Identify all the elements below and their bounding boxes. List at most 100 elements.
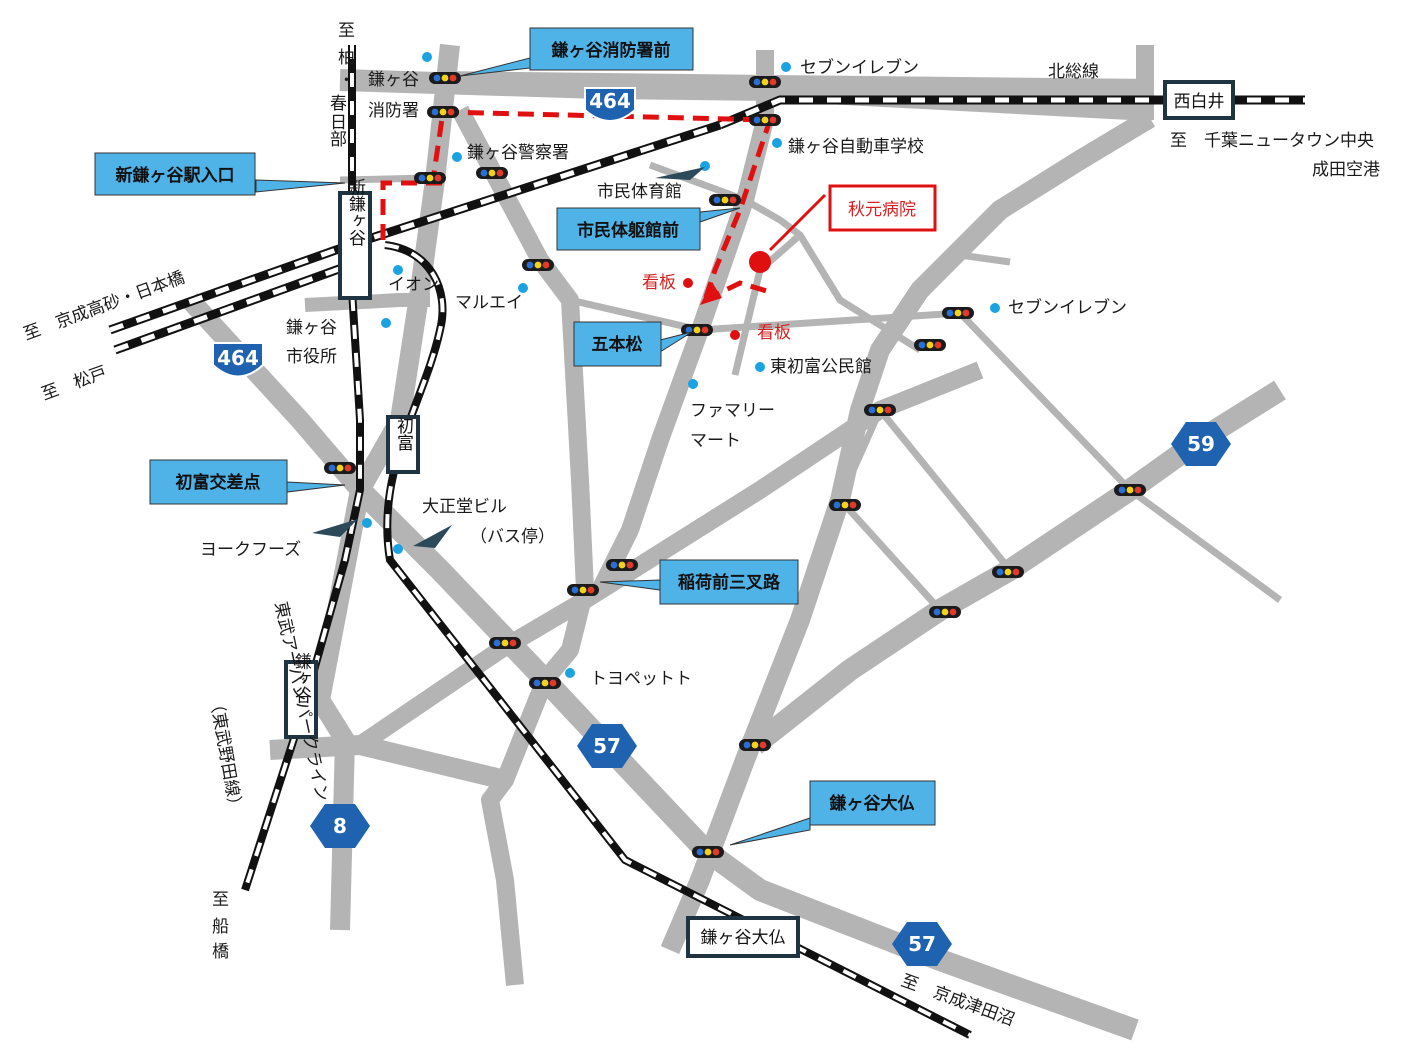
label-bus-stop: （バス停） [470, 527, 555, 547]
callout-gohonmatsu[interactable]: 五本松 [573, 321, 693, 367]
poi-dot [393, 265, 403, 275]
callout-shobosho-mae-label: 鎌ヶ谷消防署前 [551, 40, 671, 61]
to-kashiwa-char-4: 日 [330, 113, 347, 133]
road-police-south [452, 105, 594, 986]
label-maruei: マルエイ [455, 293, 523, 313]
hokuso-line-dash [719, 97, 1305, 128]
poi-dot [990, 303, 1000, 313]
route-464-top-shield: 464 [584, 87, 636, 122]
traffic-signal [692, 846, 724, 858]
route-8-shield: 8 [310, 804, 370, 848]
label-city-hall-2: 市役所 [286, 347, 337, 367]
poi-dot [393, 544, 403, 554]
poi-dot [688, 379, 698, 389]
callout-shin-kamagaya-eki-iriguchi[interactable]: 新鎌ヶ谷駅入口 [94, 152, 346, 196]
label-familymart-2: マート [690, 431, 741, 451]
route-57-bottom-number: 57 [908, 932, 936, 956]
road-east-grid-1 [877, 407, 1013, 573]
label-toyopet: トヨペットト [590, 669, 692, 689]
station-shin-kamagaya[interactable]: 新鎌ヶ谷 [338, 178, 372, 300]
callout-inarimae-sansaro[interactable]: 稲荷前三叉路 [599, 559, 799, 605]
traffic-signal [749, 76, 781, 88]
traffic-signal [529, 677, 561, 689]
station-daibutsu-label: 鎌ヶ谷大仏 [701, 928, 786, 948]
to-kashiwa-label: 至 柏 ・ 春 日 部 [330, 21, 355, 150]
road-hatsutomi-south [310, 488, 370, 931]
poi-dot [565, 668, 575, 678]
to-kashiwa-char-1: 柏 [338, 48, 355, 68]
label-kamagaya-top: 鎌ヶ谷 [368, 70, 419, 90]
traffic-signal [476, 167, 508, 179]
route-arrowhead [700, 282, 722, 305]
hospital-label-box [828, 184, 937, 232]
traffic-signal [829, 499, 861, 511]
poi-dots [362, 52, 1000, 678]
to-funabashi-char-1: 船 [212, 917, 229, 937]
station-kamagaya-label: 鎌ヶ谷 [291, 652, 312, 703]
label-narita: 成田空港 [1312, 160, 1380, 180]
poi-dot [422, 52, 432, 62]
station-hatsutomi[interactable]: 初富 [386, 415, 420, 474]
poi-dot [518, 283, 528, 293]
traffic-signal [427, 106, 459, 118]
keisei-line-b-dash [114, 262, 351, 353]
route-59-shield: 59 [1171, 422, 1231, 466]
label-to-chiba-nt: 至 千葉ニュータウン中央 [1170, 131, 1374, 151]
traffic-signals [324, 72, 1146, 858]
traffic-signal [914, 339, 946, 351]
station-kamagaya-daibutsu[interactable]: 鎌ヶ谷大仏 [686, 916, 800, 958]
traffic-signal [522, 259, 554, 271]
route-shields: 464 464 59 57 57 8 [212, 87, 1231, 966]
label-aeon: イオン [388, 275, 439, 295]
callout-shimin-taikukan-mae[interactable]: 市民体躯館前 [556, 207, 741, 251]
poi-dot [772, 138, 782, 148]
route-59-number: 59 [1187, 432, 1215, 456]
label-tobu-line-2: （東武野田線） [205, 694, 245, 815]
traffic-signal [864, 404, 896, 416]
station-nishi-shiroi[interactable]: 西白井 [1163, 80, 1235, 120]
callout-shobosho-mae[interactable]: 鎌ヶ谷消防署前 [459, 27, 694, 77]
traffic-signal [992, 566, 1024, 578]
road-east-grid-4 [907, 251, 1011, 313]
station-kamagaya[interactable]: 鎌ヶ谷 [284, 652, 318, 739]
label-seven-eleven-top: セブンイレブン [800, 57, 919, 78]
traffic-signal [414, 172, 446, 184]
road-east-grid-5 [699, 309, 961, 334]
to-kashiwa-char-5: 部 [330, 130, 347, 150]
hospital-marker[interactable]: 秋元病院 [749, 184, 937, 273]
poi-dot [781, 62, 791, 72]
route-464-left-number: 464 [217, 346, 259, 370]
taishodo-pointer [413, 525, 452, 548]
route-8-number: 8 [333, 814, 347, 838]
callout-daibutsu-label: 鎌ヶ谷大仏 [829, 793, 915, 814]
road-top-upper [439, 71, 1151, 97]
callout-kamagaya-daibutsu[interactable]: 鎌ヶ谷大仏 [729, 780, 936, 846]
sign-dot-1 [683, 278, 693, 288]
traffic-signal [429, 72, 461, 84]
traffic-signal [324, 462, 356, 474]
road-east-grid-2 [842, 502, 943, 613]
gym-pointer [655, 167, 705, 180]
sign-dot-2 [730, 330, 740, 340]
road-diagonal-east [660, 109, 1156, 954]
label-city-hall-1: 鎌ヶ谷 [286, 318, 337, 338]
route-57-bottom-shield: 57 [892, 922, 952, 966]
poi-dot [381, 318, 391, 328]
route-464-top-number: 464 [589, 89, 631, 113]
hospital-pointer [768, 193, 827, 252]
label-shobosho: 消防署 [368, 101, 419, 121]
label-hokuso-line: 北総線 [1048, 62, 1099, 82]
label-taishodo: 大正堂ビル [422, 497, 507, 517]
road-cityhall-west [304, 293, 430, 312]
road-east-grid-11 [836, 408, 884, 502]
callout-hatsutomi-kosaten[interactable]: 初富交差点 [149, 459, 346, 505]
sign-label-2: 看板 [757, 323, 791, 343]
traffic-signal [749, 114, 781, 126]
traffic-signal [567, 584, 599, 596]
traffic-signal [1114, 484, 1146, 496]
poi-dot [362, 518, 372, 528]
traffic-signal [709, 194, 741, 206]
traffic-signal [739, 739, 771, 751]
york-pointer [312, 519, 358, 537]
